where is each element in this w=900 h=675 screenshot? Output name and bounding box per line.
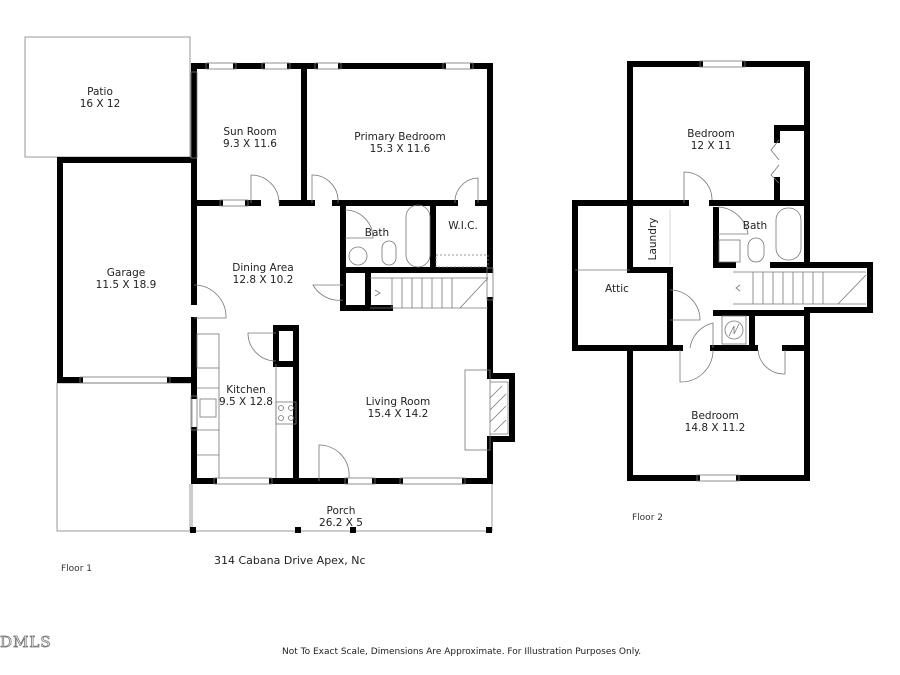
room-label-bath-2: Bath — [743, 220, 767, 232]
room-label-patio: Patio 16 X 12 — [80, 86, 121, 110]
dmls-logo: DMLS — [0, 633, 52, 652]
room-name: Porch — [326, 505, 356, 517]
room-label-sun-room: Sun Room 9.3 X 11.6 — [223, 126, 277, 150]
room-label-bedroom-1: Bedroom 12 X 11 — [687, 128, 735, 152]
room-name: Sun Room — [223, 126, 277, 138]
room-dims: 15.3 X 11.6 — [369, 143, 431, 155]
floor-2-caption: Floor 2 — [632, 513, 663, 523]
room-dims: 9.5 X 12.8 — [219, 396, 273, 408]
porch-outline — [189, 484, 493, 532]
room-name: W.I.C. — [448, 220, 478, 232]
room-dims: 12 X 11 — [690, 140, 732, 152]
room-label-bath: Bath — [365, 227, 389, 239]
room-name: Primary Bedroom — [354, 131, 446, 143]
room-dims: 16 X 12 — [79, 98, 121, 110]
room-name: Bath — [364, 227, 390, 239]
room-label-attic: Attic — [605, 283, 629, 295]
room-name: Bedroom — [687, 128, 735, 140]
driveway-outline — [56, 382, 193, 532]
room-name: Bedroom — [691, 410, 739, 422]
room-dims: 15.4 X 14.2 — [367, 408, 429, 420]
room-name: Laundry — [647, 217, 659, 261]
room-label-bedroom-2: Bedroom 14.8 X 11.2 — [685, 410, 746, 434]
property-address: 314 Cabana Drive Apex, Nc — [214, 554, 366, 567]
room-label-porch: Porch 26.2 X 5 — [319, 505, 363, 529]
room-name: Bath — [742, 220, 768, 232]
room-label-dining-area: Dining Area 12.8 X 10.2 — [232, 262, 293, 286]
room-label-garage: Garage 11.5 X 18.9 — [96, 267, 157, 291]
room-name: Garage — [106, 267, 146, 279]
room-name: Living Room — [365, 396, 431, 408]
room-label-living-room: Living Room 15.4 X 14.2 — [366, 396, 430, 420]
room-label-kitchen: Kitchen 9.5 X 12.8 — [219, 384, 273, 408]
room-dims: 26.2 X 5 — [319, 517, 363, 529]
room-dims: 11.5 X 18.9 — [95, 279, 157, 291]
disclaimer: Not To Exact Scale, Dimensions Are Appro… — [282, 647, 642, 657]
room-dims: 12.8 X 10.2 — [232, 274, 294, 286]
room-label-laundry: Laundry — [647, 218, 659, 261]
floor-1-caption: Floor 1 — [61, 564, 92, 574]
room-name: Patio — [87, 86, 113, 98]
room-name: Attic — [605, 283, 629, 295]
room-name: Kitchen — [226, 384, 266, 396]
room-dims: 14.8 X 11.2 — [684, 422, 746, 434]
room-name: Dining Area — [232, 262, 294, 274]
room-label-wic: W.I.C. — [448, 220, 478, 232]
room-label-primary-bedroom: Primary Bedroom 15.3 X 11.6 — [354, 131, 445, 155]
room-dims: 9.3 X 11.6 — [223, 138, 277, 150]
